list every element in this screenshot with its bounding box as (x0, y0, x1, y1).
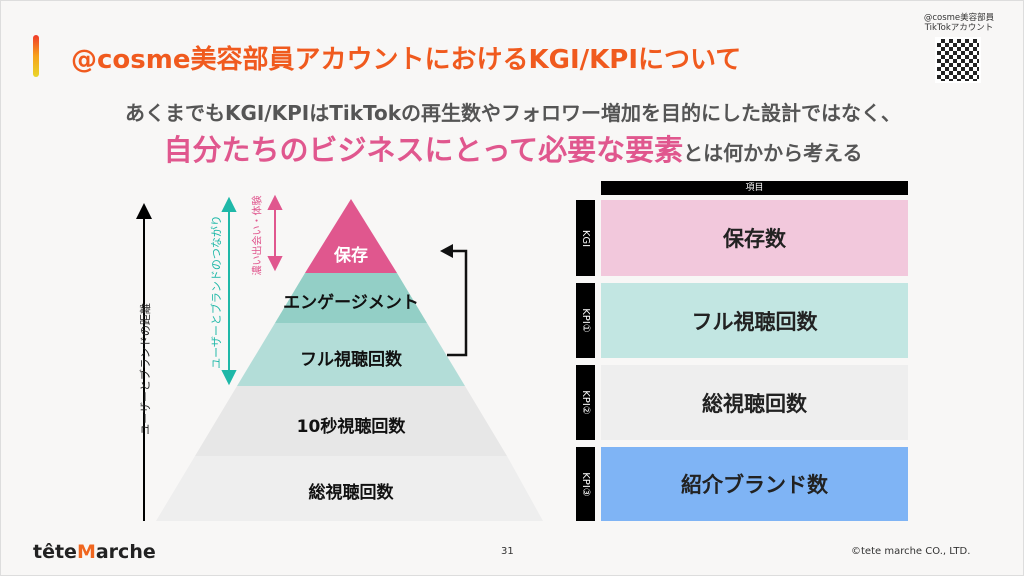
table-row: フル視聴回数 (601, 283, 908, 358)
subtitle-highlight: 自分たちのビジネスにとって必要な要素 (163, 133, 684, 167)
tetemarche-logo: têteMarche (33, 541, 156, 563)
subtitle-line2: 自分たちのビジネスにとって必要な要素とは何かから考える (1, 127, 1024, 169)
layer-label: 総視聴回数 (308, 483, 394, 503)
logo-part: arche (95, 541, 156, 563)
row-tag-text: KPI② (580, 390, 592, 415)
qr-label-line1: @cosme美容部員 (923, 13, 995, 23)
pyramid-layer-total-views (156, 456, 543, 521)
layer-label: フル視聴回数 (300, 350, 402, 370)
row-tag: KGI (576, 200, 595, 276)
pyramid-layer-10s-views (195, 386, 507, 456)
layer-label: 10秒視聴回数 (296, 417, 406, 437)
bracket-arrow (447, 249, 468, 357)
page-title: @cosme美容部員アカウントにおけるKGI/KPIについて (71, 45, 742, 75)
row-tag: KPI① (576, 283, 595, 358)
qr-label: @cosme美容部員 TikTokアカウント (919, 13, 999, 33)
layer-label: エンゲージメント (283, 293, 419, 313)
table-header: 項目 (601, 181, 908, 195)
deep-arrow (267, 194, 283, 272)
row-tag: KPI② (576, 365, 595, 440)
subtitle-rest: とは何かから考える (683, 141, 863, 165)
row-tag: KPI③ (576, 447, 595, 521)
logo-crown: M (76, 541, 96, 563)
pyramid-layer-full-views (237, 323, 465, 386)
pyramid-layer-save (305, 199, 397, 273)
logo-part: tête (33, 541, 77, 563)
pyramid-labels: 保存 エンゲージメント フル視聴回数 10秒視聴回数 総視聴回数 (151, 1, 551, 577)
table-row: 総視聴回数 (601, 365, 908, 440)
table-row: 紹介ブランド数 (601, 447, 908, 521)
page-number: 31 (501, 546, 514, 557)
qr-code-icon[interactable] (935, 37, 981, 83)
table-row: 保存数 (601, 200, 908, 276)
layer-label: 保存 (334, 246, 368, 266)
row-tag-text: KGI (579, 229, 591, 247)
qr-label-line2: TikTokアカウント (924, 23, 994, 33)
connection-arrow (221, 196, 237, 386)
pyramid-layer-engagement (275, 273, 427, 323)
row-tag-text: KPI③ (580, 471, 592, 497)
row-tag-text: KPI① (580, 308, 592, 333)
copyright: ©tete marche CO., LTD. (851, 546, 971, 557)
subtitle-line1: あくまでもKGI/KPIはTikTokの再生数やフォロワー増加を目的にした設計で… (124, 101, 902, 125)
title-accent-bar (33, 35, 39, 77)
